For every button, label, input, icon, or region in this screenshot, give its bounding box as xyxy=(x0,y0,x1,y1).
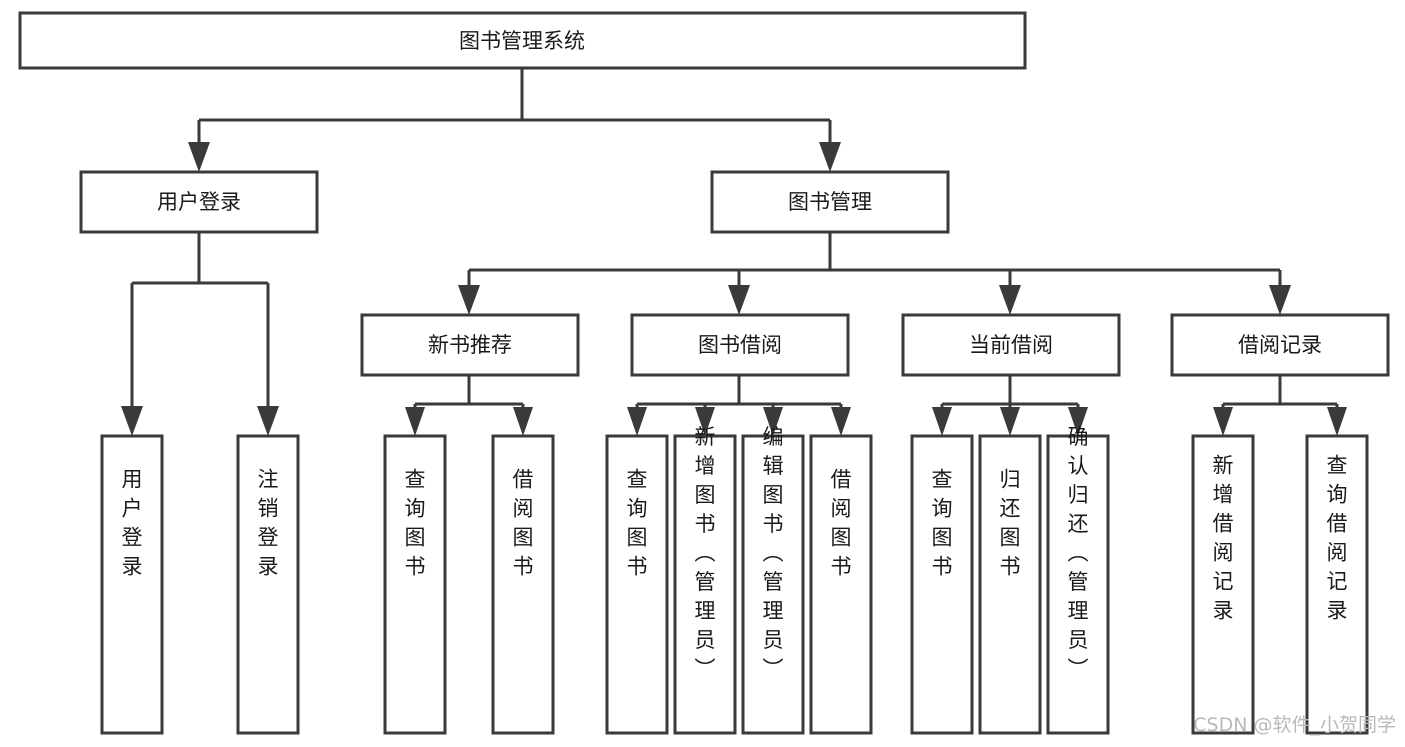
leaf-node-return-book[interactable]: 归还图书 xyxy=(978,434,1042,735)
node-root-box[interactable] xyxy=(18,11,1027,70)
node-book-borrow-label: 图书借阅 xyxy=(698,333,782,357)
arrowhead-userlogin xyxy=(188,142,210,172)
arrowhead-leaf-borrow-2 xyxy=(763,407,783,436)
node-borrow-record-box[interactable] xyxy=(1170,313,1390,377)
leaf-confirm-return-label: 确认归还︵管理员︶ xyxy=(1068,425,1089,681)
arrowhead-leaf-current-2 xyxy=(1068,407,1088,436)
leaf-borrow-book-1-box[interactable] xyxy=(491,434,555,735)
node-book-management[interactable]: 图书管理 xyxy=(710,170,950,234)
arrowhead-leaf-record-1 xyxy=(1327,407,1347,436)
leaf-node-edit-book[interactable]: 编辑图书︵管理员︶ xyxy=(741,425,805,735)
leaf-group-new-book-recommend: 查询图书 借阅图书 xyxy=(383,434,555,735)
leaf-node-add-book[interactable]: 新增图书︵管理员︶ xyxy=(673,425,737,735)
leaf-borrow-book-2-box[interactable] xyxy=(809,434,873,735)
arrowhead-borrow xyxy=(728,285,750,315)
leaf-node-borrow-book-2[interactable]: 借阅图书 xyxy=(809,434,873,735)
arrowhead-leaf-newbook-0 xyxy=(405,407,425,436)
leaf-query-book-3-label: 查询图书 xyxy=(932,468,953,579)
node-book-management-box[interactable] xyxy=(710,170,950,234)
leaf-borrow-book-2-label: 借阅图书 xyxy=(831,468,852,579)
leaf-edit-book-label: 编辑图书︵管理员︶ xyxy=(763,425,784,681)
leaf-return-book-box[interactable] xyxy=(978,434,1042,735)
leaf-query-book-2-label: 查询图书 xyxy=(627,468,648,579)
leaf-query-book-1-box[interactable] xyxy=(383,434,447,735)
node-book-management-label: 图书管理 xyxy=(788,190,872,214)
leaf-logout-label: 注销登录 xyxy=(258,468,279,579)
arrowhead-leaf-borrow-1 xyxy=(695,407,715,436)
leaf-add-book-label: 新增图书︵管理员︶ xyxy=(695,425,716,681)
leaf-node-add-record[interactable]: 新增借阅记录 xyxy=(1191,434,1255,735)
arrowhead-leaf-userlogin-0 xyxy=(121,406,143,436)
node-book-borrow[interactable]: 图书借阅 xyxy=(630,313,850,377)
arrowhead-record xyxy=(1269,285,1291,315)
leaf-user-login-box[interactable] xyxy=(100,434,164,735)
node-root[interactable]: 图书管理系统 xyxy=(18,11,1027,70)
node-borrow-record-label: 借阅记录 xyxy=(1238,333,1322,357)
node-current-borrow-box[interactable] xyxy=(901,313,1121,377)
arrowhead-leaf-borrow-0 xyxy=(627,407,647,436)
leaf-edit-book-box[interactable] xyxy=(741,434,805,735)
leaf-query-record-label: 查询借阅记录 xyxy=(1327,454,1348,623)
leaf-confirm-return-box[interactable] xyxy=(1046,434,1110,735)
leaf-node-borrow-book-1[interactable]: 借阅图书 xyxy=(491,434,555,735)
node-new-book-recommend[interactable]: 新书推荐 xyxy=(360,313,580,377)
leaf-add-record-box[interactable] xyxy=(1191,434,1255,735)
leaf-group-current-borrow: 查询图书 归还图书 确认归还︵管理员︶ xyxy=(910,425,1110,735)
node-current-borrow[interactable]: 当前借阅 xyxy=(901,313,1121,377)
leaf-return-book-label: 归还图书 xyxy=(1000,468,1021,579)
arrowhead-group xyxy=(121,142,1347,436)
leaf-group-user-login: 用户登录 注销登录 xyxy=(100,434,300,735)
leaf-node-confirm-return[interactable]: 确认归还︵管理员︶ xyxy=(1046,425,1110,735)
leaf-node-query-book-2[interactable]: 查询图书 xyxy=(605,434,669,735)
arrowhead-leaf-borrow-3 xyxy=(831,407,851,436)
node-user-login-label: 用户登录 xyxy=(157,190,241,214)
node-root-label: 图书管理系统 xyxy=(459,29,585,53)
node-book-borrow-box[interactable] xyxy=(630,313,850,377)
leaf-node-query-book-1[interactable]: 查询图书 xyxy=(383,434,447,735)
arrowhead-leaf-current-0 xyxy=(932,407,952,436)
node-new-book-recommend-box[interactable] xyxy=(360,313,580,377)
csdn-watermark: CSDN @软件_小贺同学 xyxy=(1193,714,1396,736)
arrowhead-newbook xyxy=(458,285,480,315)
arrowhead-bookmgmt xyxy=(819,142,841,172)
leaf-query-book-3-box[interactable] xyxy=(910,434,974,735)
node-borrow-record[interactable]: 借阅记录 xyxy=(1170,313,1390,377)
node-user-login-box[interactable] xyxy=(79,170,319,234)
arrowhead-current xyxy=(999,285,1021,315)
arrowhead-leaf-current-1 xyxy=(1000,407,1020,436)
leaf-query-book-2-box[interactable] xyxy=(605,434,669,735)
leaf-user-login-label: 用户登录 xyxy=(122,468,143,579)
leaf-node-query-book-3[interactable]: 查询图书 xyxy=(910,434,974,735)
leaf-borrow-book-1-label: 借阅图书 xyxy=(513,468,534,579)
arrowhead-leaf-newbook-1 xyxy=(513,407,533,436)
node-new-book-recommend-label: 新书推荐 xyxy=(428,333,512,357)
leaf-group-borrow-record: 新增借阅记录 查询借阅记录 xyxy=(1191,434,1369,735)
arrowhead-leaf-userlogin-1 xyxy=(257,406,279,436)
leaf-add-record-label: 新增借阅记录 xyxy=(1213,454,1234,623)
leaf-node-logout[interactable]: 注销登录 xyxy=(236,434,300,735)
leaf-query-record-box[interactable] xyxy=(1305,434,1369,735)
node-current-borrow-label: 当前借阅 xyxy=(969,333,1053,357)
leaf-node-query-record[interactable]: 查询借阅记录 xyxy=(1305,434,1369,735)
arrowhead-leaf-record-0 xyxy=(1213,407,1233,436)
leaf-node-user-login[interactable]: 用户登录 xyxy=(100,434,164,735)
leaf-add-book-box[interactable] xyxy=(673,434,737,735)
leaf-logout-box[interactable] xyxy=(236,434,300,735)
leaf-group-book-borrow: 查询图书 新增图书︵管理员︶ 编辑图书︵管理员︶ 借阅图书 xyxy=(605,425,873,735)
leaf-query-book-1-label: 查询图书 xyxy=(405,468,426,579)
node-user-login[interactable]: 用户登录 xyxy=(79,170,319,234)
